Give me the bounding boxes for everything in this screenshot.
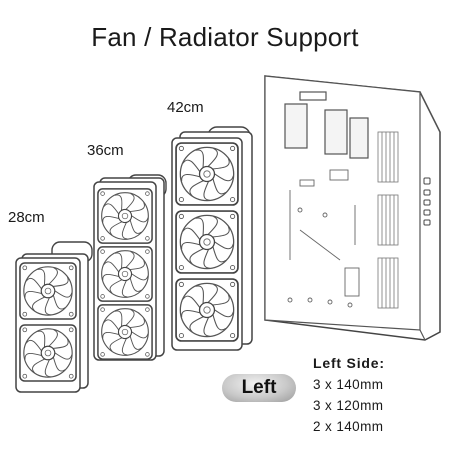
fan-icon: [175, 210, 239, 274]
radiator-28cm: [15, 241, 93, 393]
spec-block: Left Side: 3 x 140mm 3 x 120mm 2 x 140mm: [305, 355, 425, 434]
fan-icon: [97, 304, 153, 360]
fan-icon: [97, 246, 153, 302]
left-side-badge: Left: [222, 374, 296, 402]
spec-line: 3 x 120mm: [313, 398, 384, 413]
radiator-36cm: [93, 174, 167, 361]
radiator-size-label-42: 42cm: [167, 99, 204, 116]
spec-line: 3 x 140mm: [313, 377, 384, 392]
fan-icon: [175, 142, 239, 206]
fan-icon: [19, 324, 77, 382]
radiator-size-label-36: 36cm: [87, 142, 124, 159]
radiator-size-label-28: 28cm: [8, 209, 45, 226]
spec-line: 2 x 140mm: [313, 419, 384, 434]
case-panel-drawing: [264, 75, 441, 341]
fan-icon: [97, 188, 153, 244]
fan-icon: [19, 262, 77, 320]
spec-heading: Left Side:: [313, 355, 385, 371]
fan-icon: [175, 278, 239, 342]
radiator-42cm: [171, 126, 253, 351]
page-title: Fan / Radiator Support: [91, 22, 359, 52]
